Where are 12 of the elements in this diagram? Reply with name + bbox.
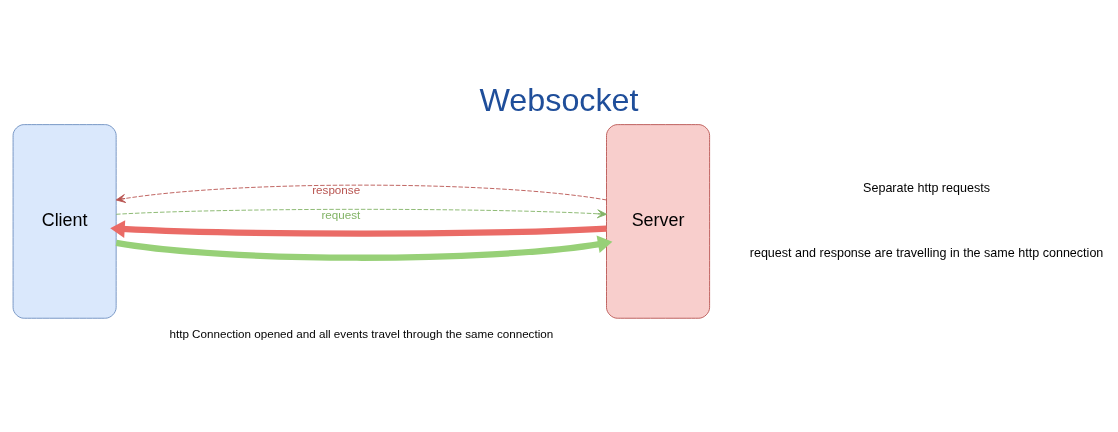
legend-label: request and response are travelling in the same http connection xyxy=(749,245,1104,260)
arrow xyxy=(110,219,607,238)
legend-label: Separate http requests xyxy=(863,180,991,195)
arrow xyxy=(115,235,613,261)
node-box: Client xyxy=(12,123,117,319)
node-box: Server xyxy=(606,123,711,319)
arrow xyxy=(115,184,607,203)
arrow xyxy=(115,208,607,218)
edge-label: response xyxy=(312,182,361,196)
edge-label: request xyxy=(321,207,361,221)
diagram-title: Websocket xyxy=(479,81,639,118)
label: http Connection opened and all events travel through the same connection xyxy=(169,326,554,340)
